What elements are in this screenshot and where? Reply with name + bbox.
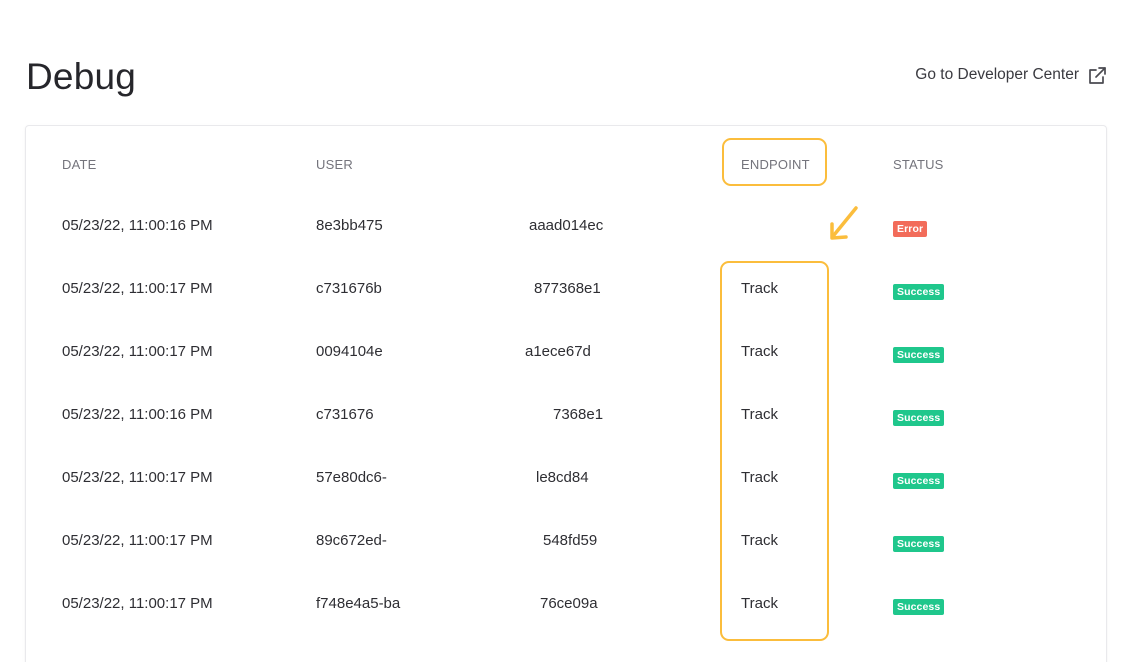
table-row[interactable]: 05/23/22, 11:00:16 PM 8e3bb475 aaad014ec Er… (26, 215, 1106, 278)
cell-extra: 76ce09a (540, 595, 598, 612)
table-row[interactable]: 05/23/22, 11:00:17 PM f748e4a5-ba 76ce09a T… (26, 593, 1106, 656)
status-badge: Success (893, 347, 945, 363)
status-badge: Success (893, 473, 945, 489)
cell-status: Success (893, 280, 945, 302)
cell-endpoint: Track (741, 595, 778, 612)
cell-extra: 548fd59 (543, 532, 598, 549)
status-badge: Success (893, 284, 945, 300)
cell-date: 05/23/22, 11:00:17 PM (62, 532, 213, 549)
cell-endpoint: Track (741, 343, 778, 360)
cell-date: 05/23/22, 11:00:16 PM (62, 406, 213, 423)
arrow-icon (828, 205, 860, 248)
cell-extra: a1ece67d (525, 343, 591, 360)
cell-user: c731676b (316, 280, 382, 297)
header-date: DATE (62, 157, 97, 172)
table-row[interactable]: 05/23/22, 11:00:17 PM 57e80dc6- le8cd84 Tra… (26, 467, 1106, 530)
cell-endpoint: Track (741, 280, 778, 297)
status-badge: Success (893, 599, 945, 615)
cell-status: Success (893, 469, 945, 491)
cell-date: 05/23/22, 11:00:16 PM (62, 217, 213, 234)
cell-user: c731676 (316, 406, 374, 423)
cell-user: 89c672ed- (316, 532, 387, 549)
page-title: Debug (26, 56, 137, 97)
developer-center-link[interactable]: Go to Developer Center (915, 64, 1107, 86)
status-badge: Error (893, 221, 928, 237)
cell-date: 05/23/22, 11:00:17 PM (62, 595, 213, 612)
cell-extra: le8cd84 (536, 469, 589, 486)
status-badge: Success (893, 410, 945, 426)
cell-endpoint: Track (741, 469, 778, 486)
cell-extra: 877368e1 (534, 280, 601, 297)
cell-user: f748e4a5-ba (316, 595, 401, 612)
cell-status: Success (893, 532, 945, 554)
header-user: USER (316, 157, 353, 172)
cell-user: 0094104e (316, 343, 383, 360)
cell-extra: 7368e1 (553, 406, 604, 423)
status-badge: Success (893, 536, 945, 552)
cell-status: Success (893, 595, 945, 617)
header-endpoint: ENDPOINT (741, 157, 810, 172)
header-status: STATUS (893, 157, 944, 172)
cell-status: Success (893, 343, 945, 365)
cell-date: 05/23/22, 11:00:17 PM (62, 469, 213, 486)
debug-table: DATE USER ENDPOINT STATUS 05/23/22, 11:0… (25, 125, 1107, 662)
table-row[interactable]: 05/23/22, 11:00:16 PM c731676 7368e1 Track S… (26, 404, 1106, 467)
cell-endpoint: Track (741, 532, 778, 549)
table-row[interactable]: 05/23/22, 11:00:17 PM 0094104e a1ece67d Tra… (26, 341, 1106, 404)
external-link-icon (1088, 66, 1107, 85)
cell-date: 05/23/22, 11:00:17 PM (62, 280, 213, 297)
table-row[interactable]: 05/23/22, 11:00:17 PM c731676b 877368e1 Tra… (26, 278, 1106, 341)
cell-status: Success (893, 406, 945, 428)
cell-date: 05/23/22, 11:00:17 PM (62, 343, 213, 360)
developer-center-link-label: Go to Developer Center (915, 66, 1079, 83)
cell-endpoint: Track (741, 406, 778, 423)
cell-user: 8e3bb475 (316, 217, 383, 234)
table-row[interactable]: 05/23/22, 11:00:17 PM 89c672ed- 548fd59 Tra… (26, 530, 1106, 593)
cell-status: Error (893, 217, 928, 239)
cell-user: 57e80dc6- (316, 469, 387, 486)
cell-extra: aaad014ec (529, 217, 604, 234)
